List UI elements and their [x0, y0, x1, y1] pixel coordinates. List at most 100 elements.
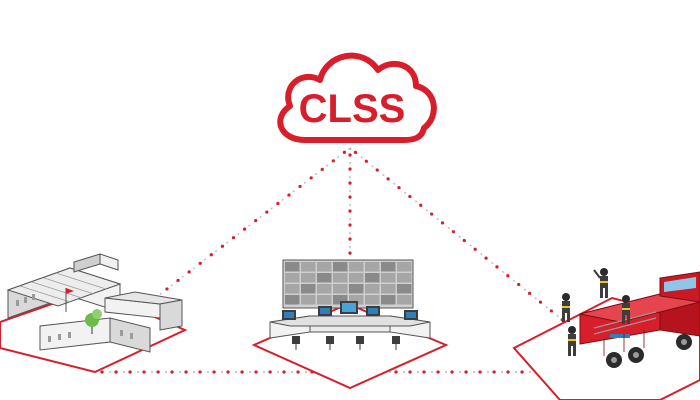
connector-dot: [464, 370, 468, 374]
connector-dot: [450, 370, 454, 374]
connector-dot: [375, 168, 379, 172]
video-wall-screen: [381, 262, 396, 272]
connector-dot: [348, 195, 352, 199]
connector-dot: [353, 150, 358, 155]
video-wall-screen: [381, 284, 396, 294]
cloud-label: CLSS: [299, 87, 406, 131]
video-wall-screen: [349, 273, 364, 283]
connector-dot: [254, 370, 258, 374]
video-wall-screen: [365, 284, 380, 294]
connector-dot: [268, 370, 272, 374]
connector-dot: [473, 247, 477, 251]
video-wall-screen: [285, 295, 300, 305]
connector-dot: [331, 159, 335, 163]
connector-dot: [276, 201, 280, 206]
connector-dot: [408, 370, 412, 374]
connector-dot: [348, 251, 352, 255]
connector-dot: [419, 203, 423, 207]
connector-dot: [170, 370, 174, 374]
video-wall: [285, 262, 412, 305]
video-wall-screen: [349, 295, 364, 305]
connector-dot: [156, 370, 160, 374]
video-wall-screen: [333, 273, 348, 283]
connector-dot: [538, 300, 543, 304]
video-wall-screen: [333, 284, 348, 294]
connector-dot: [320, 167, 324, 171]
connector-dot: [348, 181, 352, 185]
connector-dot: [517, 282, 521, 287]
firefighter-icon: [568, 326, 576, 356]
connector-dot: [506, 370, 510, 374]
video-wall-screen: [301, 262, 316, 272]
firefighter-icon: [562, 293, 570, 322]
video-wall-screen: [365, 262, 380, 272]
video-wall-screen: [397, 262, 412, 272]
connector-dot: [309, 176, 313, 180]
connector-dot: [348, 209, 352, 213]
connector-dot: [484, 256, 488, 260]
video-wall-screen: [333, 295, 348, 305]
video-wall-screen: [397, 273, 412, 283]
video-wall-screen: [365, 273, 380, 283]
connector-dot: [436, 370, 440, 374]
connector-dot: [430, 212, 434, 216]
connector-dot: [198, 261, 202, 265]
connector-dot: [114, 370, 118, 374]
control-room-icon: [251, 259, 449, 390]
connector-dot: [212, 370, 216, 374]
connector-dot: [348, 237, 352, 241]
connector-dot: [394, 370, 398, 374]
video-wall-screen: [333, 262, 348, 272]
connector-dot: [100, 370, 104, 374]
video-wall-screen: [317, 273, 332, 283]
connector-dot: [209, 253, 213, 257]
connector-dot: [240, 370, 244, 374]
connector-dot: [265, 210, 269, 214]
video-wall-screen: [381, 295, 396, 305]
video-wall-screen: [349, 262, 364, 272]
connector-dot: [348, 153, 352, 157]
firefighter-icon: [593, 268, 608, 298]
connector-dot: [298, 184, 302, 189]
fire-truck-icon: [512, 268, 700, 400]
connector-dot: [527, 291, 532, 295]
connector-dot: [296, 370, 300, 374]
connector-dot: [287, 193, 291, 197]
video-wall-screen: [301, 273, 316, 283]
connector-dot: [348, 223, 352, 227]
connector-dot: [462, 238, 466, 243]
connector-dot: [226, 370, 230, 374]
connector-dot: [408, 194, 412, 199]
connector-dot: [478, 370, 482, 374]
connector-dot: [397, 186, 401, 190]
video-wall-screen: [397, 284, 412, 294]
connector-dot: [495, 265, 499, 269]
connector-dot: [342, 150, 347, 154]
video-wall-screen: [285, 273, 300, 283]
video-wall-screen: [365, 295, 380, 305]
connector-dot: [187, 270, 191, 274]
connector-dot: [254, 219, 258, 223]
connector-dot: [492, 370, 496, 374]
video-wall-screen: [397, 295, 412, 305]
connector-dot: [520, 370, 524, 374]
connector-dot: [386, 177, 390, 181]
video-wall-screen: [381, 273, 396, 283]
connector-line: [149, 147, 351, 303]
connector-dot: [348, 167, 352, 171]
connector-dot: [440, 221, 445, 225]
connector-dot: [220, 244, 225, 248]
video-wall-screen: [317, 262, 332, 272]
connector-dot: [165, 287, 169, 291]
connector-dot: [142, 370, 146, 374]
cloud-icon: CLSS: [277, 52, 437, 143]
video-wall-screen: [317, 284, 332, 294]
video-wall-screen: [285, 262, 300, 272]
connector-dot: [282, 370, 286, 374]
connector-dot: [176, 278, 180, 282]
firefighter-icon: [622, 295, 630, 324]
connector-dot: [451, 230, 455, 234]
video-wall-screen: [317, 295, 332, 305]
building-icon: [0, 253, 188, 374]
